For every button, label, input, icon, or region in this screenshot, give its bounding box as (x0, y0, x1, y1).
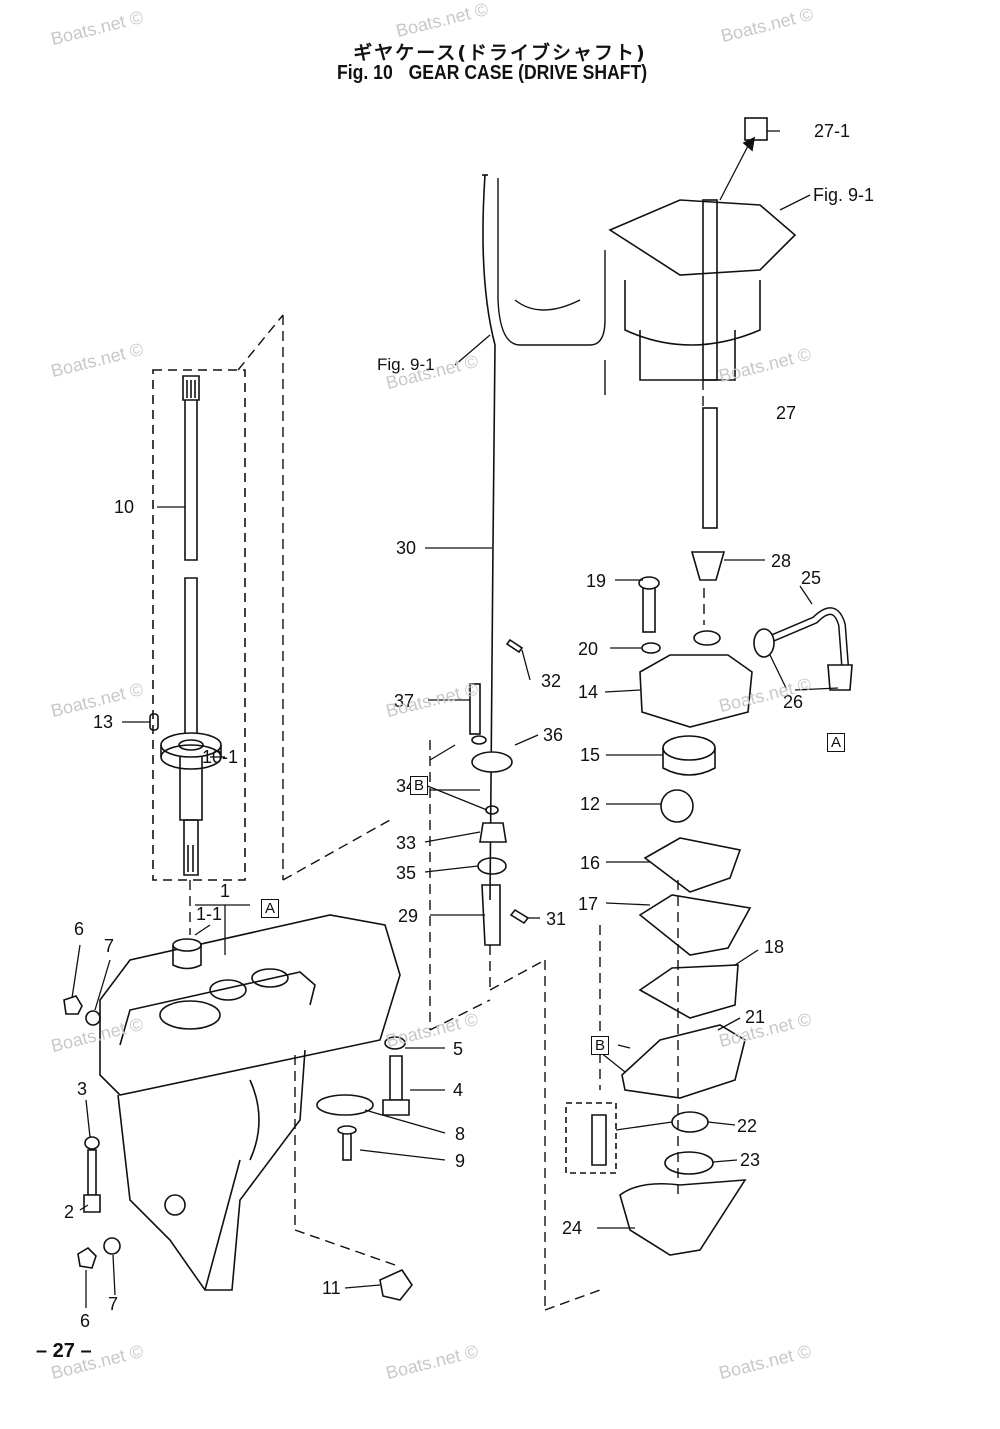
callout-20: 20 (578, 639, 599, 659)
callout-1-1: 1-1 (196, 904, 223, 924)
upper-casing-outline (497, 178, 606, 395)
callout-9: 9 (455, 1151, 466, 1171)
bushing-1-1 (172, 938, 202, 970)
leader-lines (71, 130, 839, 1308)
callout-2: 2 (64, 1202, 75, 1222)
small-parts-left (63, 995, 413, 1301)
callout-12: 12 (580, 794, 601, 814)
reference-box-b-rod: B (410, 776, 429, 795)
assembly-guide-lines (189, 314, 705, 1311)
callout-1: 1 (220, 881, 231, 901)
page-number: – 27 – (36, 1340, 92, 1362)
figure-title: GEAR CASE (DRIVE SHAFT) (408, 62, 648, 84)
title-japanese: ギヤケース(ドライブシャフト) (353, 42, 647, 64)
callout-23: 23 (740, 1150, 761, 1170)
figure-reference-9-1-top: Fig. 9-1 (813, 185, 875, 205)
callout-29: 29 (398, 906, 419, 926)
callout-4: 4 (453, 1080, 464, 1100)
figure-reference-9-1-mid: Fig. 9-1 (377, 355, 435, 374)
shift-rod-assembly (469, 174, 530, 946)
pin-13 (149, 713, 159, 731)
callout-3: 3 (77, 1079, 88, 1099)
arrow-to-27-1 (742, 136, 756, 152)
callout-7-upper: 7 (104, 936, 115, 956)
callout-10: 10 (114, 497, 135, 517)
callout-19: 19 (586, 571, 607, 591)
callout-36: 36 (543, 725, 564, 745)
reference-box-a-pump: A (827, 733, 846, 752)
callout-27-1: 27-1 (814, 121, 851, 141)
callout-25: 25 (801, 568, 822, 588)
callout-32: 32 (541, 671, 562, 691)
callout-31: 31 (546, 909, 567, 929)
callout-16: 16 (580, 853, 601, 873)
callout-8: 8 (455, 1124, 466, 1144)
callout-30: 30 (396, 538, 417, 558)
callout-17: 17 (578, 894, 599, 914)
callout-27: 27 (776, 403, 797, 423)
callout-18: 18 (764, 937, 785, 957)
figure-number: Fig. 10 (336, 62, 393, 84)
reference-box-a-case: A (261, 899, 280, 918)
drive-shaft (179, 375, 203, 876)
callout-10-1: 10-1 (202, 747, 239, 767)
title-english: Fig. 10 GEAR CASE (DRIVE SHAFT) (60, 62, 940, 85)
callout-22: 22 (737, 1116, 758, 1136)
callout-21: 21 (745, 1007, 766, 1027)
callout-11: 11 (322, 1278, 341, 1298)
callout-14: 14 (578, 682, 599, 702)
callout-26: 26 (783, 692, 804, 712)
water-pump-parts (565, 117, 853, 1256)
reference-box-b-pump: B (591, 1036, 610, 1055)
callout-6-lower: 6 (80, 1311, 91, 1331)
callout-33: 33 (396, 833, 417, 853)
callout-13: 13 (93, 712, 114, 732)
callout-7-lower: 7 (108, 1294, 119, 1314)
callout-28: 28 (771, 551, 792, 571)
drive-shaft-kit-boundary (152, 369, 246, 881)
callout-5: 5 (453, 1039, 464, 1059)
callout-15: 15 (580, 745, 601, 765)
callout-35: 35 (396, 863, 417, 883)
gear-case (99, 914, 401, 1291)
callout-24: 24 (562, 1218, 583, 1238)
callout-37: 37 (394, 691, 415, 711)
callout-6-upper: 6 (74, 919, 85, 939)
